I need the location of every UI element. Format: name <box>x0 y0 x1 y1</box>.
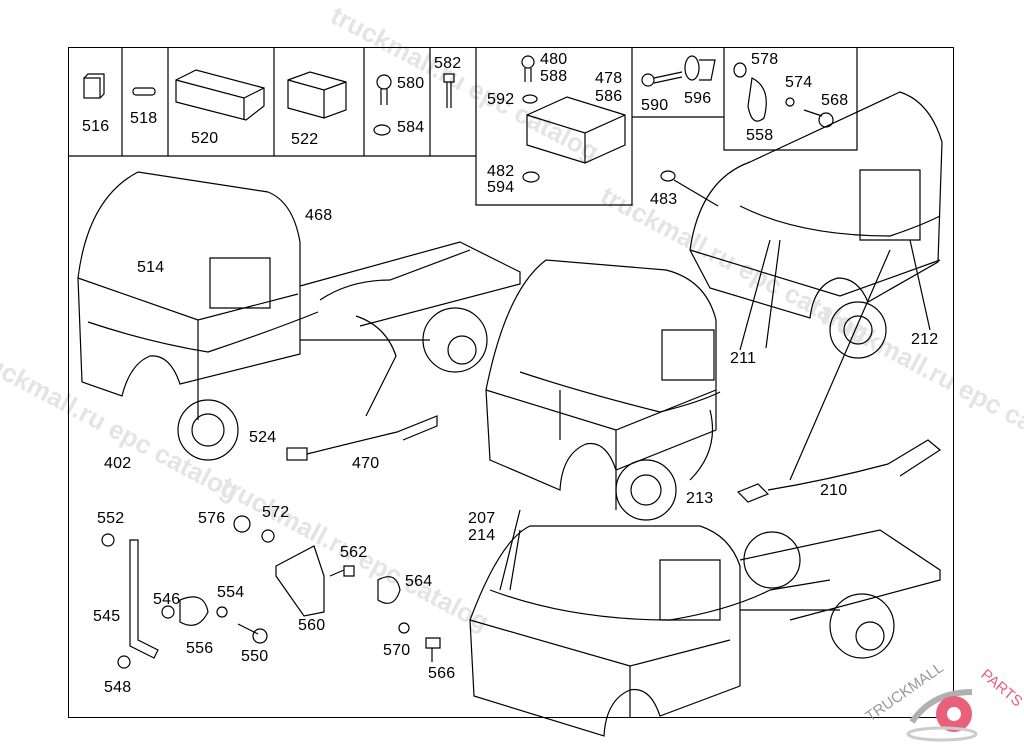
truckmallparts-logo: TRUCKMALL PARTS <box>863 662 1024 742</box>
part-label-552: 552 <box>97 510 125 527</box>
part-label-578: 578 <box>751 51 779 68</box>
part-label-402: 402 <box>104 455 132 472</box>
part-label-520: 520 <box>191 130 219 147</box>
truck-cab-left <box>77 171 521 461</box>
truck-cab-middle <box>485 259 721 521</box>
connector-516 <box>83 73 105 99</box>
part-label-570: 570 <box>383 642 411 659</box>
part-label-574: 574 <box>785 74 813 91</box>
fuse-518 <box>132 87 156 96</box>
part-label-483: 483 <box>650 191 678 208</box>
bolt-582 <box>443 73 455 108</box>
part-label-522: 522 <box>291 131 319 148</box>
part-label-564: 564 <box>405 573 433 590</box>
part-label-207: 207 <box>468 510 496 527</box>
part-label-468: 468 <box>305 207 333 224</box>
part-label-596: 596 <box>684 90 712 107</box>
part-label-592: 592 <box>487 91 515 108</box>
part-label-554: 554 <box>217 584 245 601</box>
part-label-582: 582 <box>434 55 462 72</box>
panel-dividers <box>68 47 858 206</box>
harness-470 <box>286 415 438 461</box>
part-label-546: 546 <box>153 591 181 608</box>
part-label-470: 470 <box>352 455 380 472</box>
svg-text:PARTS: PARTS <box>977 666 1024 710</box>
part-label-558: 558 <box>746 127 774 144</box>
part-label-584: 584 <box>397 119 425 136</box>
part-label-514: 514 <box>137 259 165 276</box>
part-label-214: 214 <box>468 527 496 544</box>
clamp-564 <box>377 576 441 662</box>
part-label-480: 480 <box>540 51 568 68</box>
grommet-483 <box>660 170 719 207</box>
part-label-478: 478 <box>595 70 623 87</box>
clip-596 <box>684 55 716 81</box>
part-label-576: 576 <box>198 510 226 527</box>
screw-590 <box>641 71 683 87</box>
bolt-562 <box>329 565 355 577</box>
part-label-213: 213 <box>686 490 714 507</box>
relay-base-478 <box>521 55 626 183</box>
part-label-212: 212 <box>911 331 939 348</box>
grommet-584 <box>373 124 391 136</box>
part-label-568: 568 <box>821 92 849 109</box>
part-label-210: 210 <box>820 482 848 499</box>
part-label-556: 556 <box>186 640 214 657</box>
part-label-580: 580 <box>397 75 425 92</box>
part-label-562: 562 <box>340 544 368 561</box>
harness-210 <box>736 439 942 503</box>
part-label-548: 548 <box>104 679 132 696</box>
relay-522 <box>287 71 347 119</box>
part-label-588: 588 <box>540 68 568 85</box>
part-label-518: 518 <box>130 110 158 127</box>
part-label-590: 590 <box>641 97 669 114</box>
part-label-550: 550 <box>241 648 269 665</box>
part-label-524: 524 <box>249 429 277 446</box>
part-label-572: 572 <box>262 504 290 521</box>
diagram-frame <box>68 47 954 718</box>
clamp-558 <box>733 62 834 128</box>
part-label-516: 516 <box>82 118 110 135</box>
part-label-560: 560 <box>298 617 326 634</box>
clamp-556 <box>161 596 268 644</box>
part-label-211: 211 <box>730 350 757 367</box>
nut-576 <box>233 515 275 543</box>
part-label-566: 566 <box>428 665 456 682</box>
part-label-594: 594 <box>487 179 515 196</box>
bracket-545 <box>101 533 159 669</box>
part-label-586: 586 <box>595 88 623 105</box>
part-label-545: 545 <box>93 608 121 625</box>
part-label-482: 482 <box>487 163 515 180</box>
bracket-560 <box>275 545 325 617</box>
connector-520 <box>175 69 265 121</box>
screw-580 <box>376 74 392 105</box>
truck-cab-bottom <box>469 509 941 737</box>
truck-cab-right <box>689 91 943 481</box>
svg-text:TRUCKMALL: TRUCKMALL <box>863 662 947 725</box>
